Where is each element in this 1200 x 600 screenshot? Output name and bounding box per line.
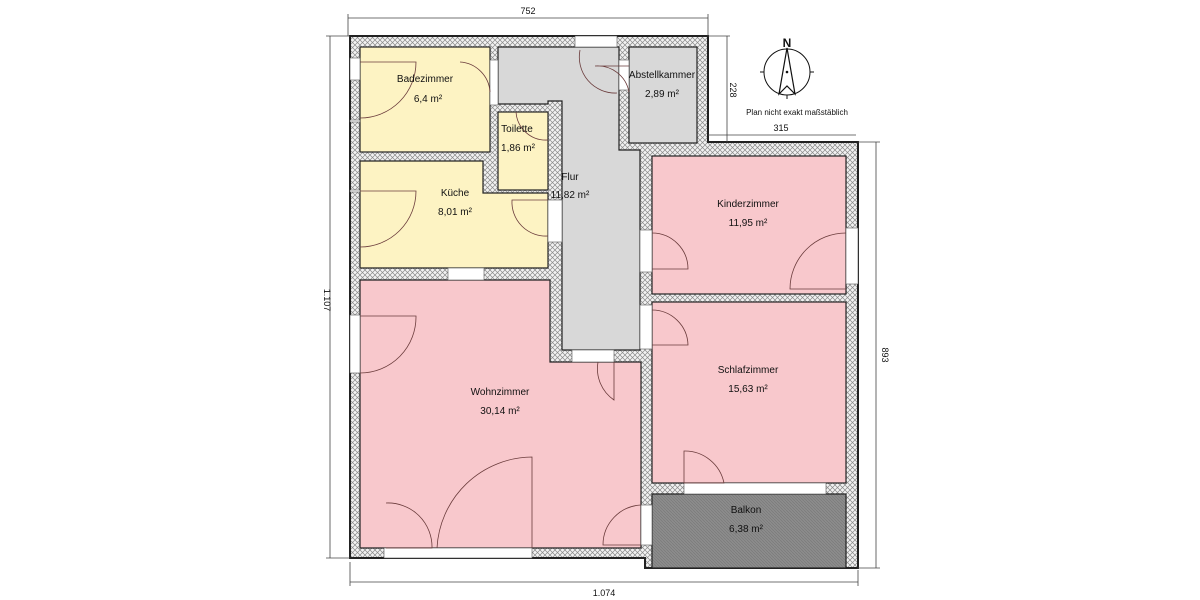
label-balkon-area: 6,38 m² bbox=[729, 524, 764, 535]
room-flur[interactable] bbox=[497, 46, 641, 351]
north-arrow-compass bbox=[760, 47, 814, 99]
label-wohnzimmer-area: 30,14 m² bbox=[480, 406, 520, 417]
label-badezimmer-area: 6,4 m² bbox=[414, 94, 443, 105]
dim-top: 752 bbox=[520, 6, 535, 16]
dim-notch-vertical: 228 bbox=[728, 82, 738, 97]
label-toilette-area: 1,86 m² bbox=[501, 143, 536, 154]
scale-note: Plan nicht exakt maßstäblich bbox=[746, 108, 848, 117]
wall-openings bbox=[349, 35, 859, 559]
label-balkon-name: Balkon bbox=[731, 505, 762, 516]
label-wohnzimmer-name: Wohnzimmer bbox=[471, 387, 530, 398]
room-wohnzimmer[interactable] bbox=[359, 279, 642, 549]
label-flur-area: 11,82 m² bbox=[551, 190, 590, 201]
label-schlafzimmer-area: 15,63 m² bbox=[728, 384, 768, 395]
room-badezimmer[interactable] bbox=[359, 46, 491, 153]
dim-bottom: 1.074 bbox=[593, 588, 616, 598]
room-abstellkammer[interactable] bbox=[628, 46, 698, 144]
room-labels: Badezimmer 6,4 m² Toilette 1,86 m² Küche… bbox=[397, 70, 780, 535]
label-kueche-area: 8,01 m² bbox=[438, 207, 473, 218]
label-abstellkammer-area: 2,89 m² bbox=[645, 89, 680, 100]
room-toilette[interactable] bbox=[497, 111, 549, 191]
rooms bbox=[359, 46, 847, 569]
room-kueche[interactable] bbox=[359, 160, 549, 269]
compass-north-label: N bbox=[783, 36, 792, 50]
label-badezimmer-name: Badezimmer bbox=[397, 74, 454, 85]
dim-right: 893 bbox=[880, 347, 890, 362]
room-balkon[interactable] bbox=[651, 493, 847, 569]
dim-left: 1.107 bbox=[322, 289, 332, 312]
label-kinderzimmer-area: 11,95 m² bbox=[729, 218, 768, 229]
label-schlafzimmer-name: Schlafzimmer bbox=[718, 365, 779, 376]
label-kueche-name: Küche bbox=[441, 188, 470, 199]
dimension-lines bbox=[326, 14, 880, 586]
dimension-labels: 752 1.107 1.074 893 228 315 bbox=[322, 6, 890, 598]
label-toilette-name: Toilette bbox=[501, 124, 533, 135]
dim-notch-horizontal: 315 bbox=[773, 123, 788, 133]
label-flur-name: Flur bbox=[561, 172, 579, 183]
label-kinderzimmer-name: Kinderzimmer bbox=[717, 199, 779, 210]
room-kinderzimmer[interactable] bbox=[651, 155, 847, 295]
label-abstellkammer-name: Abstellkammer bbox=[629, 70, 696, 81]
door-swings bbox=[359, 49, 847, 549]
